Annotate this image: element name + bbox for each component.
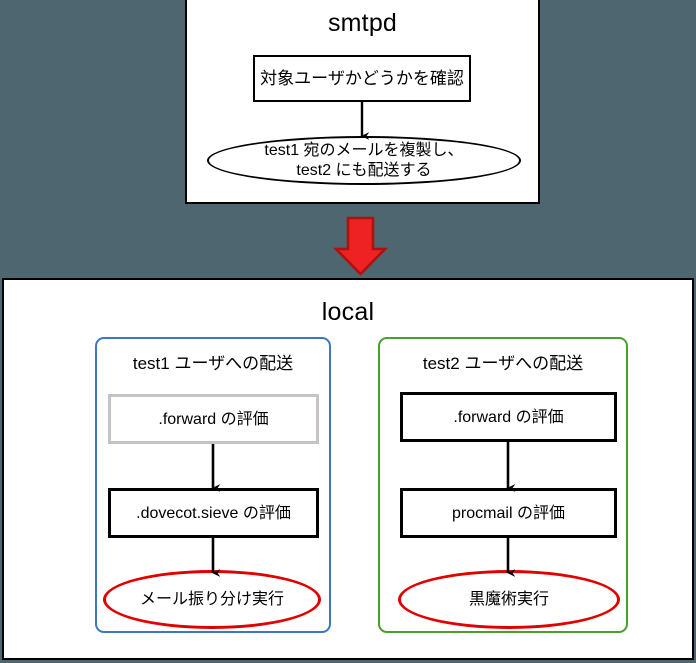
smtpd-check-user-box: 対象ユーザかどうかを確認 — [253, 55, 471, 102]
test2-step-forward: .forward の評価 — [400, 392, 617, 442]
local-title: local — [321, 298, 375, 326]
column-test2-title: test2 ユーザへの配送 — [422, 354, 584, 373]
smtpd-duplicate-ellipse: test1 宛のメールを複製し、 test2 にも配送する — [207, 136, 521, 185]
test1-step-forward: .forward の評価 — [108, 394, 319, 444]
column-test1-title: test1 ユーザへの配送 — [132, 354, 294, 373]
down-arrow-icon — [332, 216, 389, 276]
test1-result-mail-sorting: メール振り分け実行 — [103, 570, 321, 629]
smtpd-duplicate-line2: test2 にも配送する — [296, 161, 432, 179]
smtpd-title: smtpd — [327, 9, 398, 37]
test1-step-dovecot-sieve: .dovecot.sieve の評価 — [108, 488, 319, 538]
smtpd-duplicate-line1: test1 宛のメールを複製し、 — [264, 141, 464, 159]
test2-step-procmail: procmail の評価 — [400, 488, 617, 538]
test2-result-black-magic: 黒魔術実行 — [398, 570, 620, 629]
